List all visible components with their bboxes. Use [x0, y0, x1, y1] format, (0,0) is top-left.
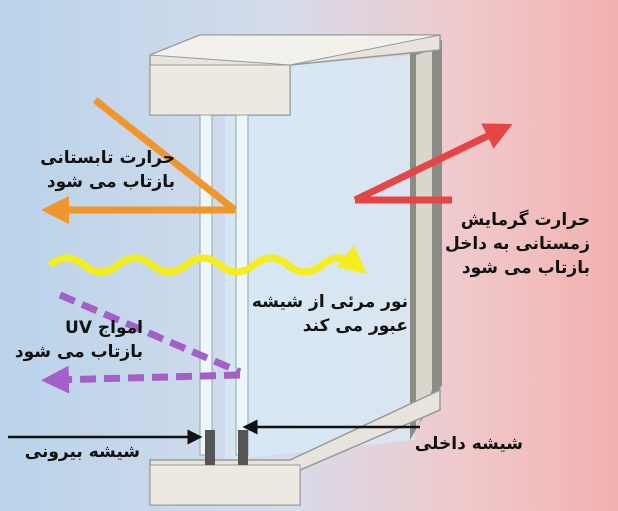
- visible-light-line-1: نور مرئی از شیشه: [251, 292, 408, 312]
- winter-heat-line-2: زمستانی به داخل: [444, 234, 590, 254]
- summer-heat-arrow: [41, 97, 238, 224]
- summer-heat-line-1: حرارت تابستانی: [40, 148, 175, 168]
- glass-pane: [225, 55, 415, 460]
- winter-heat-arrow: [353, 123, 513, 204]
- summer-heat-line-2: بازتاب می شود: [46, 172, 175, 192]
- winter-heat-line-1: حرارت گرمایش: [460, 210, 590, 230]
- summer-heat-label: حرارت تابستانی بازتاب می شود: [40, 146, 175, 194]
- visible-light-line-2: عبور می کند: [302, 316, 408, 336]
- outer-glass-pane: [199, 114, 213, 456]
- uv-label: امواج UV بازتاب می شود: [15, 316, 143, 364]
- visible-light-wave: [47, 245, 367, 276]
- uv-arrow: [41, 291, 242, 394]
- winter-heat-line-3: بازتاب می شود: [461, 258, 590, 278]
- uv-line-2: بازتاب می شود: [14, 342, 143, 362]
- winter-heat-label: حرارت گرمایش زمستانی به داخل بازتاب می ش…: [445, 208, 590, 280]
- visible-light-label: نور مرئی از شیشه عبور می کند: [252, 290, 408, 338]
- uv-line-1: امواج UV: [65, 318, 143, 338]
- inner-glass-pane: [235, 114, 249, 456]
- outer-glass-label: شیشه بیرونی: [24, 442, 140, 462]
- inner-glass-label: شیشه داخلی: [414, 434, 523, 454]
